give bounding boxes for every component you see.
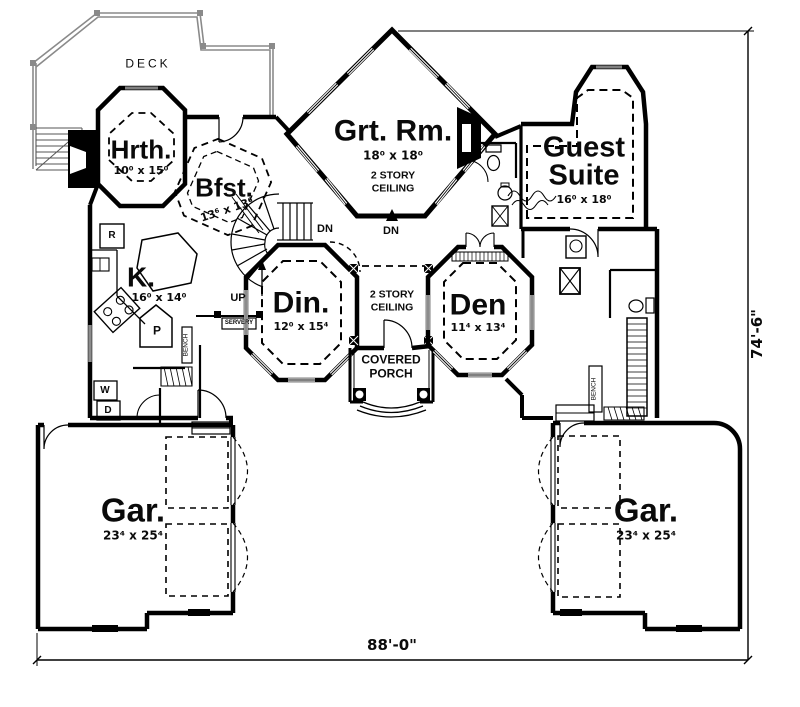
dn-great-room-label: DN — [383, 225, 399, 238]
breakfast-nook — [173, 137, 273, 237]
servery-label: SERVERY — [224, 319, 254, 326]
hearth-label: Hrth. — [110, 134, 172, 165]
bench-right-label: BENCH — [590, 377, 598, 401]
kitchen-label: K. — [127, 261, 155, 293]
dimension-lines — [32, 26, 754, 666]
dining-dims: 12⁰ x 15⁴ — [273, 320, 329, 334]
dining-walls — [243, 241, 361, 383]
garage-right-dims: 23⁴ x 25⁴ — [615, 528, 677, 543]
great-room-ceiling-note: 2 STORY CEILING — [370, 169, 416, 194]
washer-label: W — [100, 384, 110, 396]
kitchen-dims: 16⁰ x 14⁰ — [131, 291, 187, 305]
pantry-label: P — [152, 323, 162, 338]
den-label: Den — [449, 288, 507, 322]
breakfast-wall — [185, 113, 276, 143]
breakfast-label: Bfst. — [195, 172, 253, 203]
deck-railing — [30, 10, 275, 169]
overall-width-dimension: 88'-0" — [367, 636, 417, 655]
hearth-dims: 10⁰ x 15⁰ — [113, 164, 169, 178]
garage-left-walls — [35, 422, 249, 632]
overall-depth-dimension: 74'-6" — [748, 309, 767, 359]
refrigerator-label: R — [108, 229, 116, 241]
dn-stairs-label: DN — [317, 223, 333, 236]
up-label: UP — [230, 292, 246, 305]
bench-left-label: BENCH — [182, 333, 190, 357]
dryer-label: D — [104, 404, 112, 416]
guest-suite-dims: 16⁰ x 18⁰ — [556, 193, 612, 207]
guest-suite-walls — [519, 64, 649, 258]
foyer-ceiling-note: 2 STORY CEILING — [369, 288, 415, 313]
garage-right-label: Gar. — [613, 491, 679, 529]
porch — [348, 348, 435, 418]
kitchen-walls — [87, 205, 263, 435]
garage-left-label: Gar. — [100, 491, 166, 529]
deck-label: DECK — [125, 56, 171, 71]
porch-label: COVERED PORCH — [361, 352, 421, 381]
bath-walls — [465, 124, 557, 227]
hearth-room-walls — [68, 85, 188, 209]
great-room-walls — [274, 26, 499, 221]
great-room-label: Grt. Rm. — [333, 114, 453, 148]
dining-label: Din. — [272, 286, 330, 320]
garage-left-dims: 23⁴ x 25⁴ — [102, 528, 164, 543]
den-dims: 11⁴ x 13⁴ — [450, 321, 506, 335]
great-room-dims: 18⁰ x 18⁰ — [362, 148, 424, 163]
den-walls — [425, 232, 553, 420]
garage-right-walls — [537, 404, 743, 632]
right-wing-walls — [521, 226, 660, 421]
guest-suite-label: Guest Suite — [542, 131, 626, 192]
